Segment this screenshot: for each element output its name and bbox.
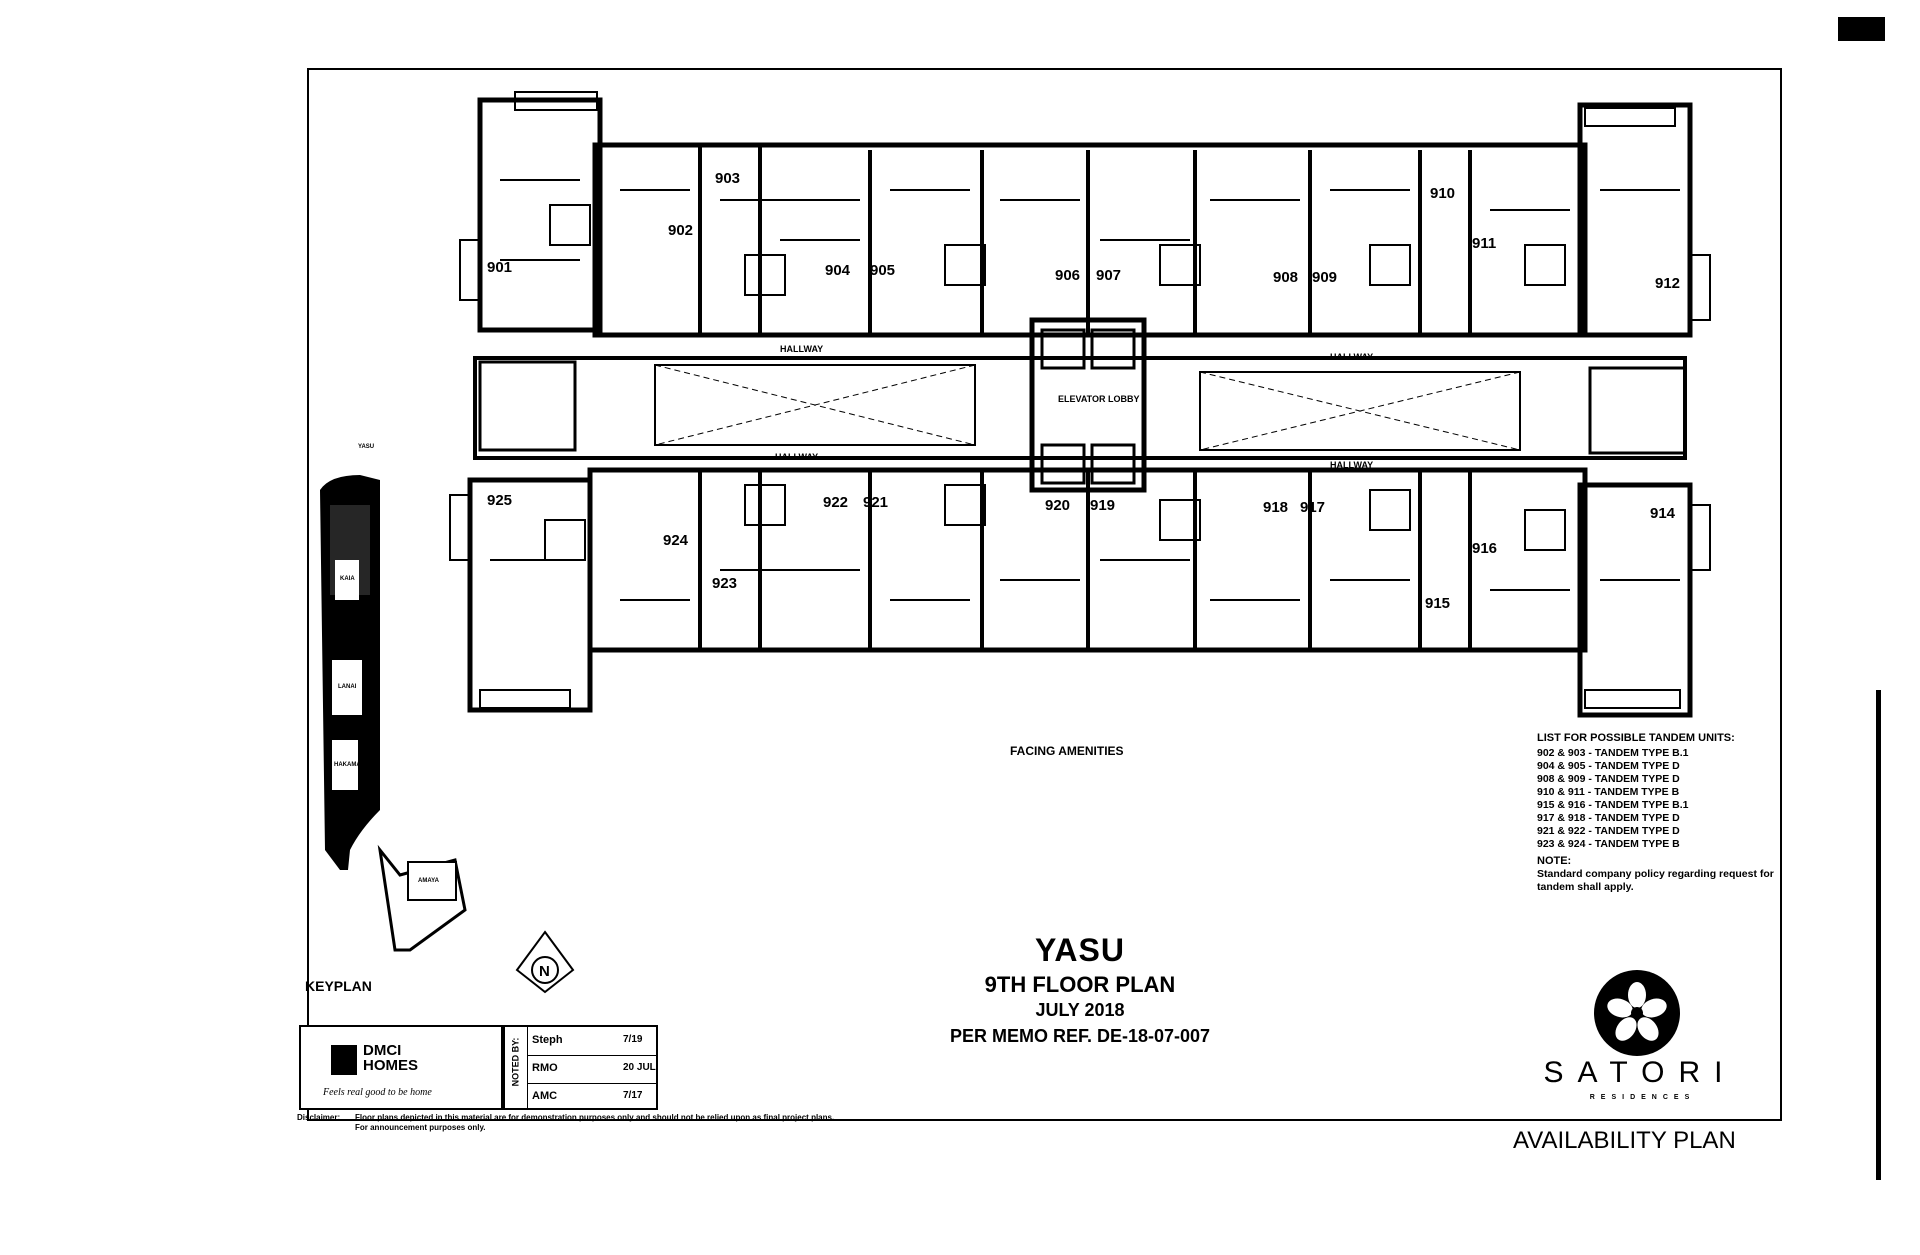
elevator-lobby-label: ELEVATOR LOBBY xyxy=(1058,394,1140,404)
developer-tagline: Feels real good to be home xyxy=(323,1087,432,1098)
disclaimer-line-1: Floor plans depicted in this material ar… xyxy=(355,1113,835,1122)
developer-logo-box: DMCI HOMES Feels real good to be home xyxy=(299,1025,503,1110)
sheet-corner-mark xyxy=(1838,17,1885,41)
svg-text:901: 901 xyxy=(487,259,512,276)
tandem-item: 915 & 916 - TANDEM TYPE B.1 xyxy=(1537,799,1689,811)
noted-by-date: 20 JUL xyxy=(623,1062,656,1073)
svg-text:903: 903 xyxy=(715,170,740,187)
hallway-label-bottom-right: HALLWAY xyxy=(1330,460,1373,470)
noted-by-date: 7/19 xyxy=(623,1034,643,1045)
svg-text:904: 904 xyxy=(825,262,851,279)
svg-text:924: 924 xyxy=(663,532,689,549)
svg-text:920: 920 xyxy=(1045,497,1070,514)
noted-by-name: RMO xyxy=(532,1062,558,1074)
tandem-item: 910 & 911 - TANDEM TYPE B xyxy=(1537,786,1680,798)
svg-text:918: 918 xyxy=(1263,499,1288,516)
tandem-item: 921 & 922 - TANDEM TYPE D xyxy=(1537,825,1680,837)
tandem-title: LIST FOR POSSIBLE TANDEM UNITS: xyxy=(1537,732,1735,744)
tandem-note: Standard company policy regarding reques… xyxy=(1537,868,1774,893)
svg-text:917: 917 xyxy=(1300,499,1325,516)
memo-reference: PER MEMO REF. DE-18-07-007 xyxy=(949,1026,1211,1046)
svg-text:925: 925 xyxy=(487,492,512,509)
keyplan-yasu-label: YASU xyxy=(358,444,374,450)
tandem-note-label: NOTE: xyxy=(1537,855,1572,867)
open-well-left xyxy=(654,364,976,446)
dmci-logo-icon xyxy=(331,1045,357,1075)
fire-exit-right xyxy=(1588,366,1687,455)
developer-name: DMCI HOMES xyxy=(363,1042,419,1074)
tandem-item: 908 & 909 - TANDEM TYPE D xyxy=(1537,773,1680,785)
keyplan-label: KEYPLAN xyxy=(305,978,372,994)
svg-text:922: 922 xyxy=(823,494,848,511)
svg-text:910: 910 xyxy=(1430,185,1455,202)
hallway-label-bottom-left: HALLWAY xyxy=(775,452,818,462)
north-label: N xyxy=(539,963,550,980)
binding-rule xyxy=(1876,690,1881,1180)
disclaimer: Disclaimer: Floor plans depicted in this … xyxy=(297,1113,834,1133)
svg-text:921: 921 xyxy=(863,494,888,511)
availability-plan-label: AVAILABILITY PLAN xyxy=(1513,1127,1736,1154)
svg-text:915: 915 xyxy=(1425,595,1450,612)
floor-plan-title: 9TH FLOOR PLAN xyxy=(984,972,1176,997)
svg-text:902: 902 xyxy=(668,222,693,239)
tandem-item: 902 & 903 - TANDEM TYPE B.1 xyxy=(1537,747,1689,759)
fire-exit-left xyxy=(478,360,577,452)
svg-text:909: 909 xyxy=(1312,269,1337,286)
noted-by-label: NOTED BY: xyxy=(510,1037,521,1087)
keyplan-kaia-label: KAIA xyxy=(340,576,355,582)
svg-text:907: 907 xyxy=(1096,267,1121,284)
svg-text:914: 914 xyxy=(1650,505,1676,522)
plan-frame xyxy=(307,68,1782,1121)
bottom-right-tower xyxy=(1577,482,1693,718)
svg-text:912: 912 xyxy=(1655,275,1680,292)
tandem-item: 917 & 918 - TANDEM TYPE D xyxy=(1537,812,1680,824)
svg-text:923: 923 xyxy=(712,575,737,592)
hallway-label-top-right: HALLWAY xyxy=(1330,352,1373,362)
top-right-tower xyxy=(1577,102,1693,338)
disclaimer-label: Disclaimer: xyxy=(297,1113,341,1122)
satori-logo-icon xyxy=(1594,970,1680,1056)
satori-sub: RESIDENCES xyxy=(1589,1094,1696,1101)
plan-date: JULY 2018 xyxy=(1035,1000,1125,1020)
noted-by-name: AMC xyxy=(532,1090,558,1102)
elevator-core xyxy=(1029,317,1147,493)
svg-text:905: 905 xyxy=(870,262,895,279)
facing-amenities-label: FACING AMENITIES xyxy=(1010,744,1124,758)
svg-text:911: 911 xyxy=(1472,235,1496,252)
svg-text:908: 908 xyxy=(1273,269,1298,286)
svg-text:919: 919 xyxy=(1090,497,1115,514)
noted-by-name: Steph xyxy=(532,1034,563,1046)
keyplan-amaya-label: AMAYA xyxy=(418,878,440,884)
disclaimer-line-2: For announcement purposes only. xyxy=(355,1123,486,1132)
keyplan-lanai-label: LANAI xyxy=(338,684,357,690)
hallway-label-top-left: HALLWAY xyxy=(780,344,823,354)
north-arrow-icon: N xyxy=(515,930,575,994)
noted-by-box: NOTED BY: Steph 7/19 RMO 20 JUL AMC 7/17 xyxy=(503,1025,658,1110)
noted-by-date: 7/17 xyxy=(623,1090,643,1101)
svg-text:906: 906 xyxy=(1055,267,1080,284)
keyplan-hakama-label: HAKAMA xyxy=(334,762,361,768)
building-title: YASU xyxy=(1035,932,1125,968)
tandem-item: 904 & 905 - TANDEM TYPE D xyxy=(1537,760,1680,772)
keyplan-map: YASU KAIA LANAI HAKAMA AMAYA xyxy=(320,444,467,952)
svg-text:916: 916 xyxy=(1472,540,1497,557)
tandem-units-list: LIST FOR POSSIBLE TANDEM UNITS: 902 & 90… xyxy=(1537,732,1777,894)
satori-brand: SATORI xyxy=(1543,1056,1737,1089)
open-well-right xyxy=(1199,371,1521,451)
tandem-item: 923 & 924 - TANDEM TYPE B xyxy=(1537,838,1680,850)
top-left-tower xyxy=(477,97,603,333)
